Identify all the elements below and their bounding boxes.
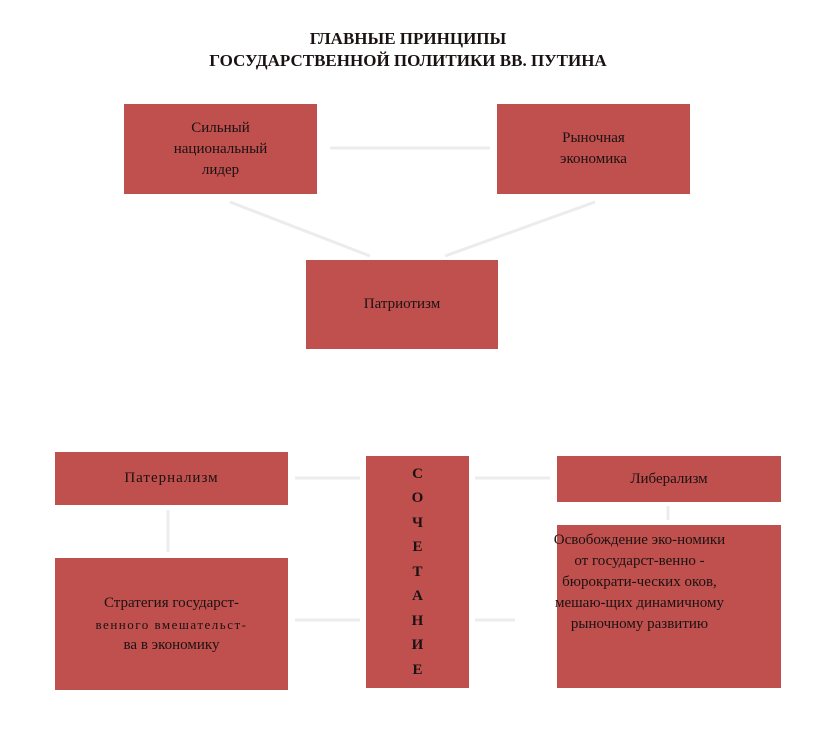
- box-text: лидер: [201, 161, 240, 178]
- box-text: Стратегия государст-: [103, 594, 240, 611]
- connector-market-patriotism: [444, 200, 596, 258]
- strategy-box: Стратегия государст- венного вмешательст…: [55, 558, 288, 690]
- box-text: Патернализм: [124, 470, 219, 486]
- box-text: Сильный: [191, 119, 250, 136]
- title-line-1: ГЛАВНЫЕ ПРИНЦИПЫ: [309, 29, 507, 48]
- box-text: бюрократи-ческих оков,: [562, 574, 717, 590]
- letter: А: [412, 588, 423, 605]
- box-text: Либерализм: [630, 470, 708, 487]
- letter: Е: [412, 661, 423, 678]
- box-text: от государст-венно -: [574, 553, 705, 569]
- box-text: венного вмешательст-: [95, 616, 248, 632]
- liberalism-box: Либерализм: [557, 456, 781, 502]
- connector-leader-patriotism: [229, 200, 371, 258]
- patriotism-box: Патриотизм: [306, 260, 498, 349]
- title-line-2: ГОСУДАРСТВЕННОЙ ПОЛИТИКИ ВВ. ПУТИНА: [209, 51, 607, 70]
- box-text: Освобождение эко-номики: [553, 532, 726, 548]
- letter: И: [411, 637, 424, 654]
- letter: О: [411, 490, 424, 507]
- box-text: Рыночная: [562, 130, 625, 146]
- letter: Е: [412, 539, 423, 556]
- letter: Т: [412, 563, 423, 580]
- strong-leader-box: Сильный национальный лидер: [124, 104, 317, 194]
- liberation-text: Освобождение эко-номики от государст-вен…: [512, 530, 767, 635]
- box-text: Патриотизм: [363, 296, 441, 312]
- box-text: рыночному развитию: [570, 616, 709, 632]
- diagram-title: ГЛАВНЫЕ ПРИНЦИПЫ ГОСУДАРСТВЕННОЙ ПОЛИТИК…: [0, 28, 816, 72]
- liberation-box: [557, 525, 781, 688]
- box-text: национальный: [173, 140, 268, 157]
- combination-box: С О Ч Е Т А Н И Е: [366, 456, 469, 688]
- letter: Н: [411, 612, 424, 629]
- letter: Ч: [411, 514, 423, 531]
- box-text: ва в экономику: [123, 636, 220, 653]
- market-economy-box: Рыночная экономика: [497, 104, 690, 194]
- paternalism-box: Патернализм: [55, 452, 288, 505]
- letter: С: [412, 465, 423, 482]
- box-text: мешаю-щих динамичному: [554, 595, 725, 611]
- box-text: экономика: [560, 151, 627, 167]
